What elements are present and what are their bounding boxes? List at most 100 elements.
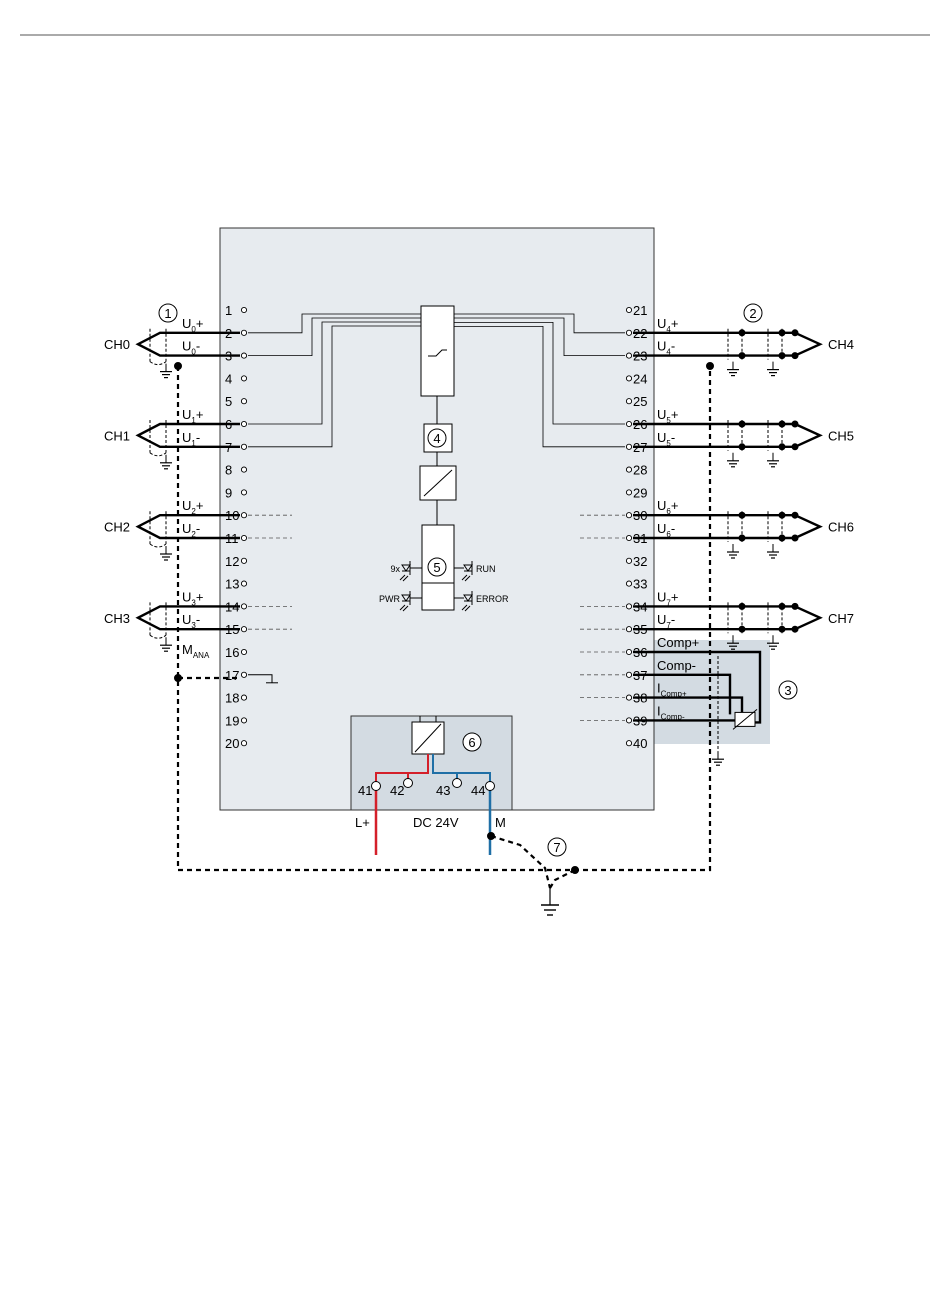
terminal-number-11: 11	[225, 531, 239, 546]
terminal-37	[626, 672, 631, 677]
junction-dot	[488, 833, 495, 840]
channel-label-left: CH2	[104, 520, 130, 535]
callout-number-1: 1	[164, 306, 171, 321]
junction-dot	[739, 444, 745, 450]
terminal-2	[241, 330, 246, 335]
terminal-number-2: 2	[225, 326, 232, 341]
terminal-number-26: 26	[633, 417, 647, 432]
terminal-10	[241, 513, 246, 518]
terminal-number-9: 9	[225, 485, 232, 500]
junction-dot	[175, 363, 182, 370]
signal-label-left: U3-	[182, 612, 200, 630]
terminal-number-1: 1	[225, 303, 232, 318]
junction-dot	[739, 535, 745, 541]
l-plus-label: L+	[355, 815, 370, 830]
terminal-12	[241, 558, 246, 563]
power-terminal-icon	[372, 782, 381, 791]
junction-dot	[739, 603, 745, 609]
terminal-40	[626, 741, 631, 746]
terminal-number-29: 29	[633, 485, 647, 500]
terminal-number-17: 17	[225, 668, 239, 683]
terminal-number-31: 31	[633, 531, 647, 546]
junction-dot	[779, 603, 785, 609]
signal-label-left: U3+	[182, 589, 203, 607]
terminal-number-14: 14	[225, 599, 239, 614]
terminal-number-32: 32	[633, 554, 647, 569]
terminal-20	[241, 741, 246, 746]
terminal-number-13: 13	[225, 577, 239, 592]
terminal-3	[241, 353, 246, 358]
terminal-number-36: 36	[633, 645, 647, 660]
terminal-11	[241, 535, 246, 540]
voltage-label: DC 24V	[413, 815, 459, 830]
signal-label-left: U2+	[182, 498, 203, 516]
junction-dot	[792, 535, 798, 541]
terminal-number-25: 25	[633, 394, 647, 409]
m-ana-label: MANA	[182, 642, 210, 660]
terminal-28	[626, 467, 631, 472]
terminal-16	[241, 649, 246, 654]
signal-label-right: U4+	[657, 316, 678, 334]
junction-dot	[739, 512, 745, 518]
terminal-number-3: 3	[225, 349, 232, 364]
power-terminal-icon	[486, 782, 495, 791]
signal-label-left: U0-	[182, 339, 200, 357]
signal-label-right: U6+	[657, 498, 678, 516]
signal-label-left: U1-	[182, 430, 200, 448]
terminal-number-40: 40	[633, 736, 647, 751]
terminal-number-10: 10	[225, 508, 239, 523]
terminal-number-34: 34	[633, 599, 647, 614]
power-terminal-number: 41	[358, 783, 372, 798]
junction-dot	[792, 512, 798, 518]
terminal-38	[626, 695, 631, 700]
signal-label-left: U2-	[182, 521, 200, 539]
channel-label-left: CH1	[104, 428, 130, 443]
terminal-31	[626, 535, 631, 540]
junction-dot	[779, 330, 785, 336]
junction-dot	[739, 330, 745, 336]
led-label: PWR	[379, 594, 400, 604]
signal-label-right: U4-	[657, 339, 675, 357]
terminal-number-4: 4	[225, 371, 232, 386]
terminal-number-28: 28	[633, 463, 647, 478]
led-label: ERROR	[476, 594, 509, 604]
terminal-number-39: 39	[633, 713, 647, 728]
terminal-22	[626, 330, 631, 335]
signal-label-right: U5-	[657, 430, 675, 448]
shield-icon	[150, 362, 166, 365]
callout-number-3: 3	[784, 683, 791, 698]
terminal-number-12: 12	[225, 554, 239, 569]
junction-dot	[779, 444, 785, 450]
terminal-number-18: 18	[225, 691, 239, 706]
equipotential-line	[550, 870, 575, 888]
terminal-23	[626, 353, 631, 358]
terminal-6	[241, 421, 246, 426]
signal-label-right: U7-	[657, 612, 675, 630]
terminal-35	[626, 627, 631, 632]
callout-number-2: 2	[749, 306, 756, 321]
terminal-18	[241, 695, 246, 700]
callout-number-7: 7	[553, 840, 560, 855]
terminal-30	[626, 513, 631, 518]
terminal-4	[241, 376, 246, 381]
terminal-number-33: 33	[633, 577, 647, 592]
terminal-15	[241, 627, 246, 632]
signal-label-left: U1+	[182, 407, 203, 425]
shield-icon	[150, 453, 166, 456]
terminal-33	[626, 581, 631, 586]
junction-dot	[792, 421, 798, 427]
junction-dot	[779, 353, 785, 359]
m-label: M	[495, 815, 506, 830]
terminal-39	[626, 718, 631, 723]
terminal-number-24: 24	[633, 371, 647, 386]
junction-dot	[792, 444, 798, 450]
terminal-number-23: 23	[633, 349, 647, 364]
terminal-5	[241, 399, 246, 404]
comp-label: Comp+	[657, 635, 699, 650]
equipotential-line	[491, 836, 550, 888]
terminal-number-22: 22	[633, 326, 647, 341]
multiplexer-block	[421, 306, 454, 396]
callout-number-5: 5	[433, 560, 440, 575]
terminal-34	[626, 604, 631, 609]
terminal-13	[241, 581, 246, 586]
